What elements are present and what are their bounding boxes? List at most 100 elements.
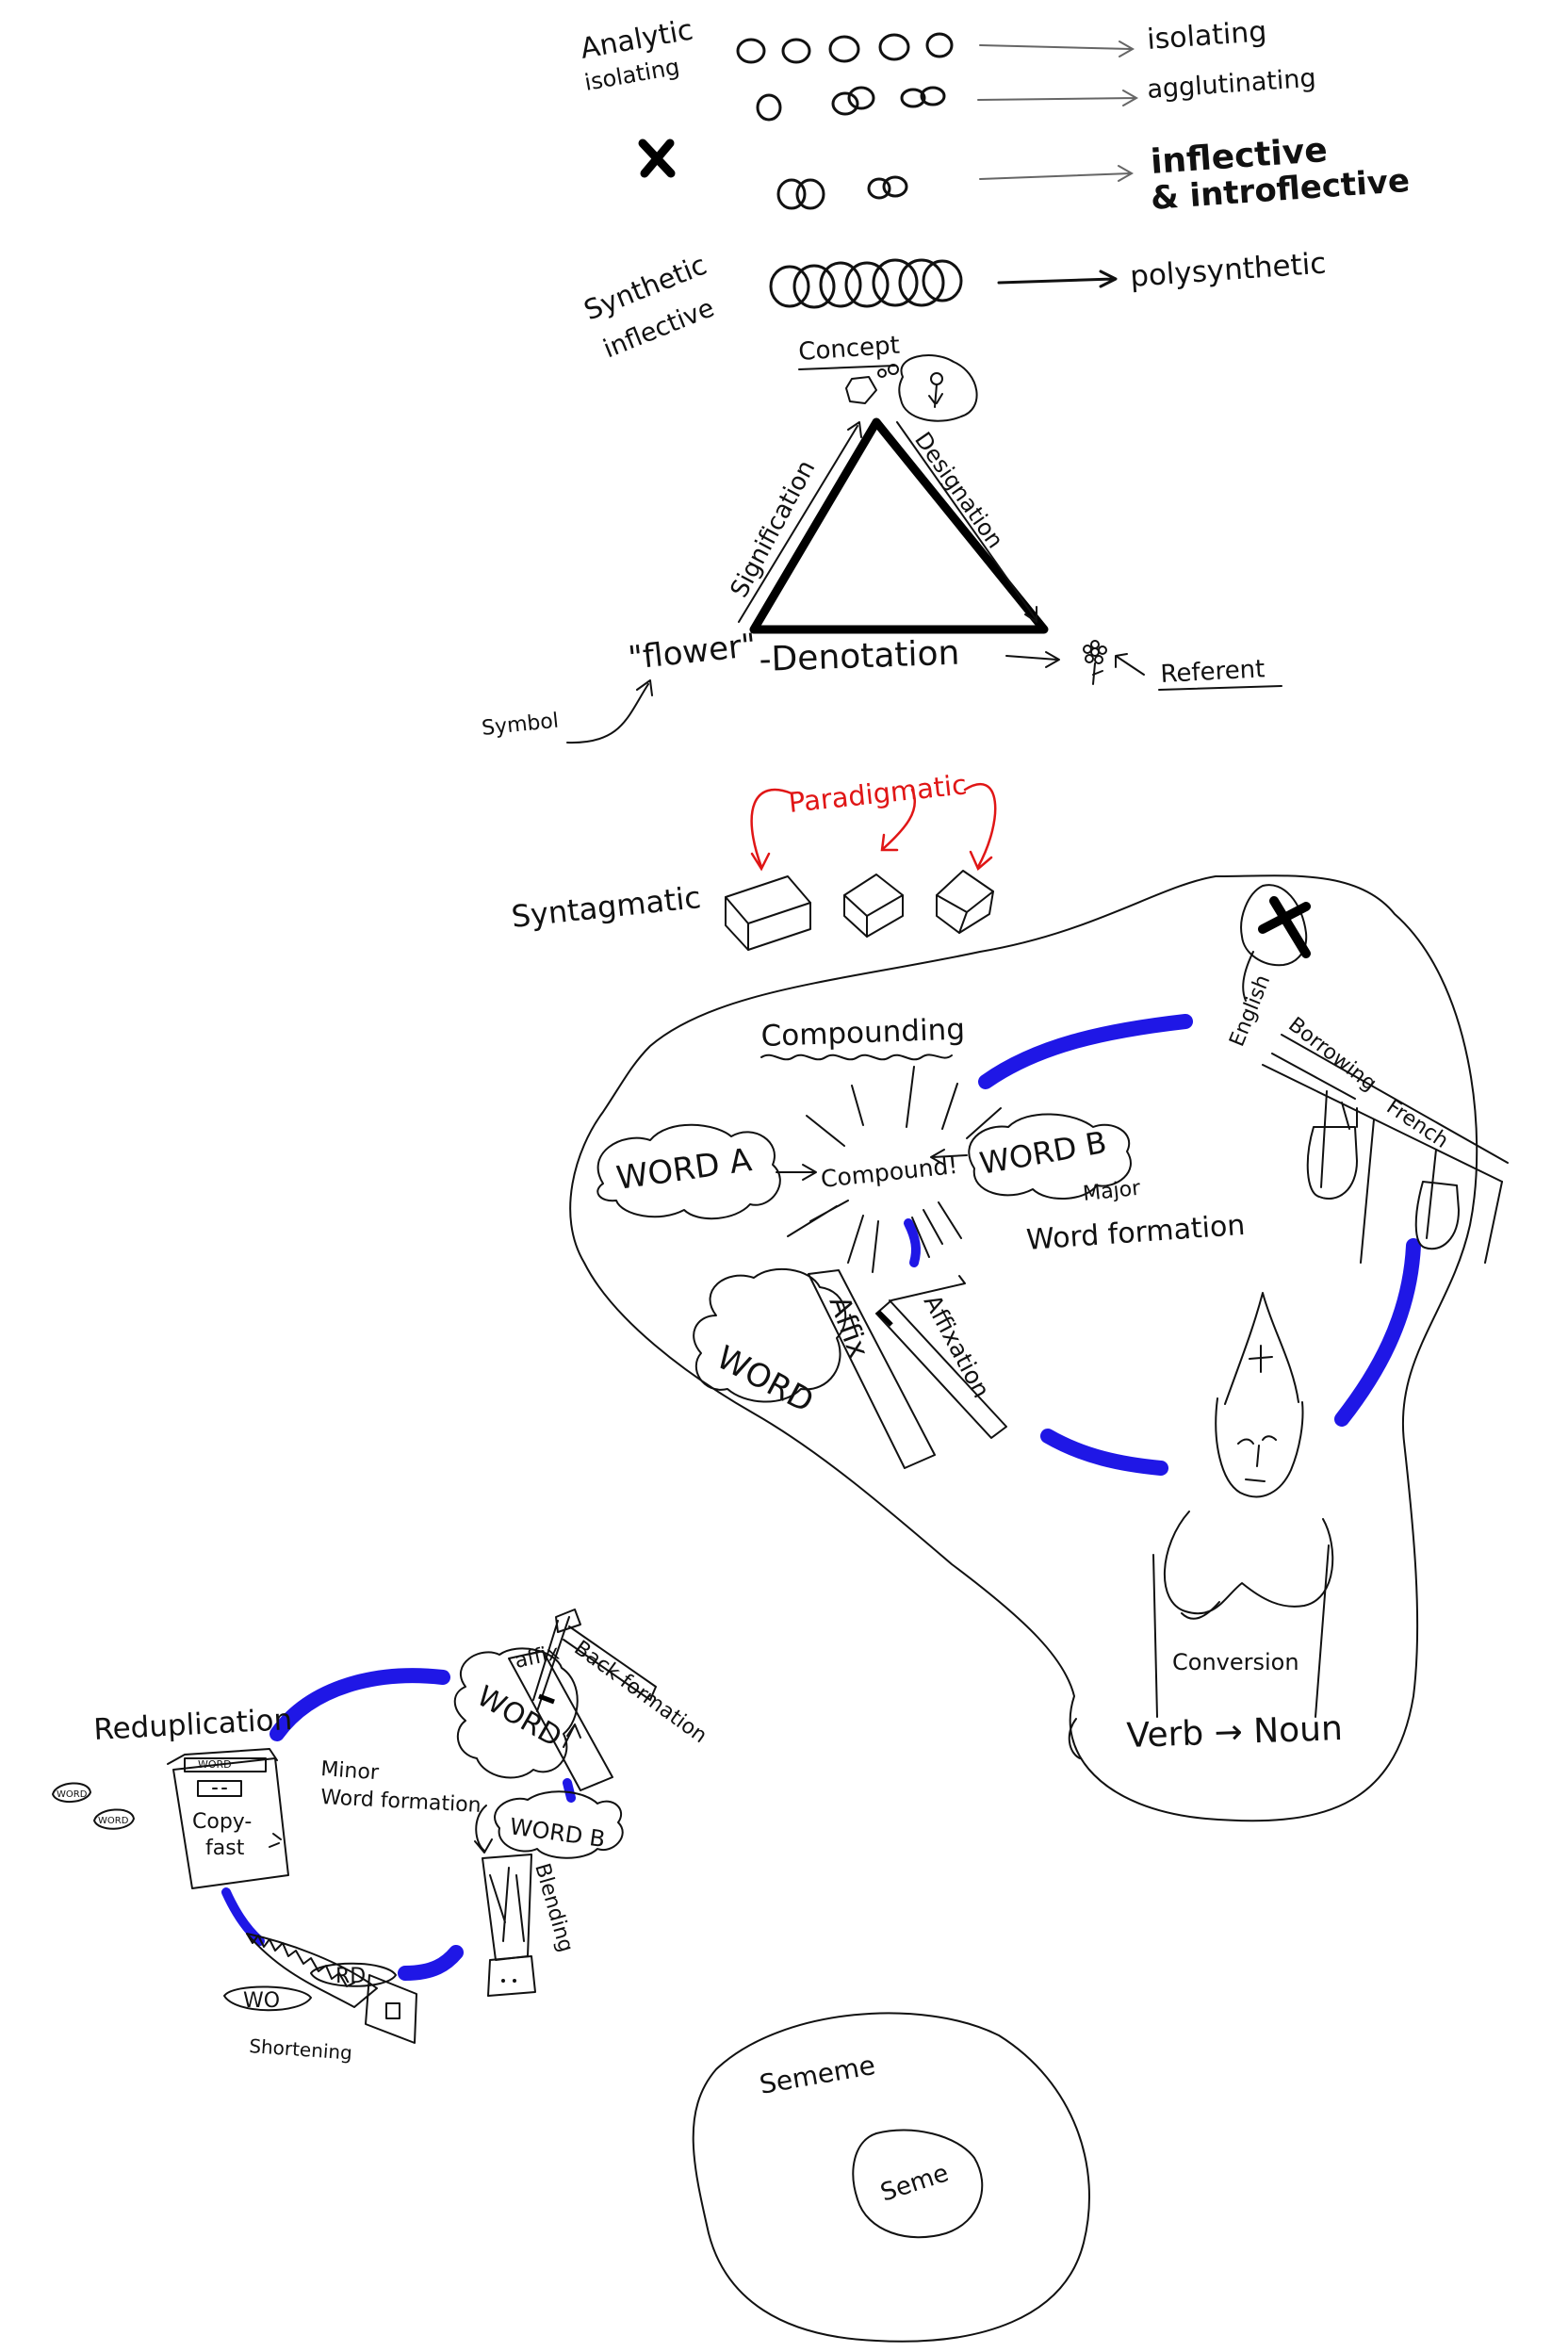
compounding-underline: [760, 1054, 953, 1061]
blending-label: Blending: [530, 1861, 578, 1955]
referent-arrow: [1115, 653, 1145, 676]
minor-cycle-arrow-right: [563, 1778, 576, 1803]
syntagmatic-cube-3: [936, 870, 994, 934]
borrowing-shelf-items: [1306, 1090, 1503, 1264]
minor-word-formation-section: Reduplication Minor Word formation WORD …: [52, 1609, 711, 2065]
syntagmatic-cube-2: [843, 874, 904, 938]
borrowing-rail: [1262, 1034, 1509, 1183]
word-a-cloud: [596, 1123, 781, 1220]
cycle-arrow-right: [1334, 1238, 1421, 1427]
word-a-label: WORD A: [614, 1141, 754, 1198]
cycle-arrow-bottom: [1040, 1429, 1168, 1476]
syntagmatic-label: Syntagmatic: [510, 879, 703, 935]
back-formation-label: Back formation: [569, 1637, 710, 1749]
semantics-section: Sememe Seme: [692, 2012, 1090, 2343]
designation-arrow: [896, 421, 1037, 623]
symbol-arrow: [566, 679, 653, 744]
minor-cycle-arrow-left: [221, 1887, 265, 1946]
cycle-arrow-inner: [904, 1218, 921, 1267]
paradigmatic-arrow-middle: [880, 788, 917, 852]
rd-label: RD: [335, 1965, 366, 1988]
word-b-label: WORD B: [977, 1124, 1109, 1182]
conversion-figure: [1152, 1292, 1334, 1718]
major-title-line2: Word formation: [1025, 1209, 1246, 1257]
compound-burst-lines: [787, 1066, 1002, 1273]
back-formation-hammer-icon: [532, 1609, 657, 1712]
sememe-label: Sememe: [757, 2050, 877, 2100]
sememe-circle: [692, 2012, 1090, 2343]
affixation-label: Affixation: [919, 1290, 996, 1402]
major-outline: [569, 874, 1478, 1822]
arrow-inflective: [979, 165, 1135, 182]
borrowing-hand-icon: [1240, 884, 1311, 1002]
saw-icon: [246, 1933, 417, 2044]
back-formation-plank: [508, 1650, 613, 1791]
denotation-label: -Denotation: [759, 634, 960, 679]
blending-arrow: [474, 1805, 493, 1854]
concept-label: Concept: [797, 332, 900, 367]
word-b-cloud: [968, 1113, 1132, 1200]
word-b-arrow: [930, 1149, 968, 1166]
conversion-label: Conversion: [1172, 1649, 1299, 1675]
back-formation-arrow: [563, 1723, 581, 1748]
cycle-arrow-top: [978, 1014, 1193, 1089]
relations-section: Paradigmatic Syntagmatic: [510, 768, 997, 951]
paradigmatic-arrow-right: [963, 782, 997, 872]
polysynthetic-morphemes: [769, 258, 963, 309]
major-title-line1: Major: [1082, 1177, 1142, 1206]
analytic-label: Analytic: [578, 13, 695, 65]
minor-word-b-label: WORD B: [508, 1813, 607, 1853]
minor-cycle-arrow-bottom: [398, 1945, 464, 1981]
english-label: English: [1225, 972, 1275, 1050]
cross-mark-icon: [638, 139, 676, 178]
typology-section: Analytic isolating isolating agglutinati…: [578, 13, 1411, 364]
inflective-morphemes: [776, 175, 908, 210]
reduplication-label: Reduplication: [93, 1703, 293, 1747]
word-a-arrow: [776, 1164, 817, 1181]
copy-fast-box-label: WORD: [198, 1758, 232, 1771]
rd-piece: [310, 1962, 397, 1987]
polysynthetic-label: polysynthetic: [1129, 247, 1327, 294]
minor-title-line2: Word formation: [320, 1786, 482, 1818]
arrow-polysynthetic: [997, 270, 1118, 288]
symbol-word-label: "flower": [627, 627, 759, 678]
minor-title-line1: Minor: [320, 1757, 381, 1785]
affix-plank: [808, 1269, 936, 1469]
paradigmatic-arrow-left: [750, 788, 793, 872]
affix-label: Affix: [822, 1292, 874, 1363]
agglutinating-morphemes: [756, 86, 946, 122]
word-cloud: [693, 1267, 847, 1403]
major-word-formation-section: Compounding WORD A Compound! WORD B Majo…: [569, 874, 1509, 1822]
minor-word-cloud: [453, 1647, 579, 1779]
triangle-shape: [749, 417, 1049, 634]
small-word-copy-1: WORD: [52, 1782, 91, 1803]
wo-piece: [223, 1985, 312, 2012]
copy-fast-machine: [167, 1748, 289, 1889]
signification-arrow: [738, 421, 862, 623]
semiotic-triangle-section: Concept Signification Designation "flowe…: [481, 332, 1282, 744]
small-word-label-2: WORD: [98, 1816, 129, 1826]
thinking-head-icon: [845, 354, 978, 422]
minor-cycle-arrow-top: [270, 1668, 450, 1741]
signification-label: Signification: [726, 456, 822, 603]
small-word-copy-2: WORD: [93, 1808, 135, 1830]
french-label: French: [1382, 1095, 1453, 1153]
blender-icon: [482, 1854, 536, 1997]
seme-label: Seme: [877, 2159, 952, 2207]
denotation-arrow: [1005, 651, 1060, 668]
copy-fast-label-2: fast: [205, 1837, 245, 1860]
agglutinating-label: agglutinating: [1146, 64, 1316, 105]
shortening-label: Shortening: [249, 2034, 353, 2065]
symbol-label: Symbol: [481, 710, 560, 741]
word-label: WORD: [710, 1339, 820, 1421]
verb-noun-label: Verb → Noun: [1126, 1709, 1344, 1756]
arrow-agglutinating: [977, 90, 1139, 106]
referent-label: Referent: [1160, 655, 1266, 689]
minor-word-label: WORD: [471, 1680, 567, 1755]
paradigmatic-label: Paradigmatic: [787, 768, 968, 819]
wo-label: WO: [243, 1989, 280, 2013]
isolating-morphemes: [736, 32, 954, 64]
syntagmatic-cube-1: [725, 875, 811, 951]
isolating-label: isolating: [1146, 15, 1267, 57]
